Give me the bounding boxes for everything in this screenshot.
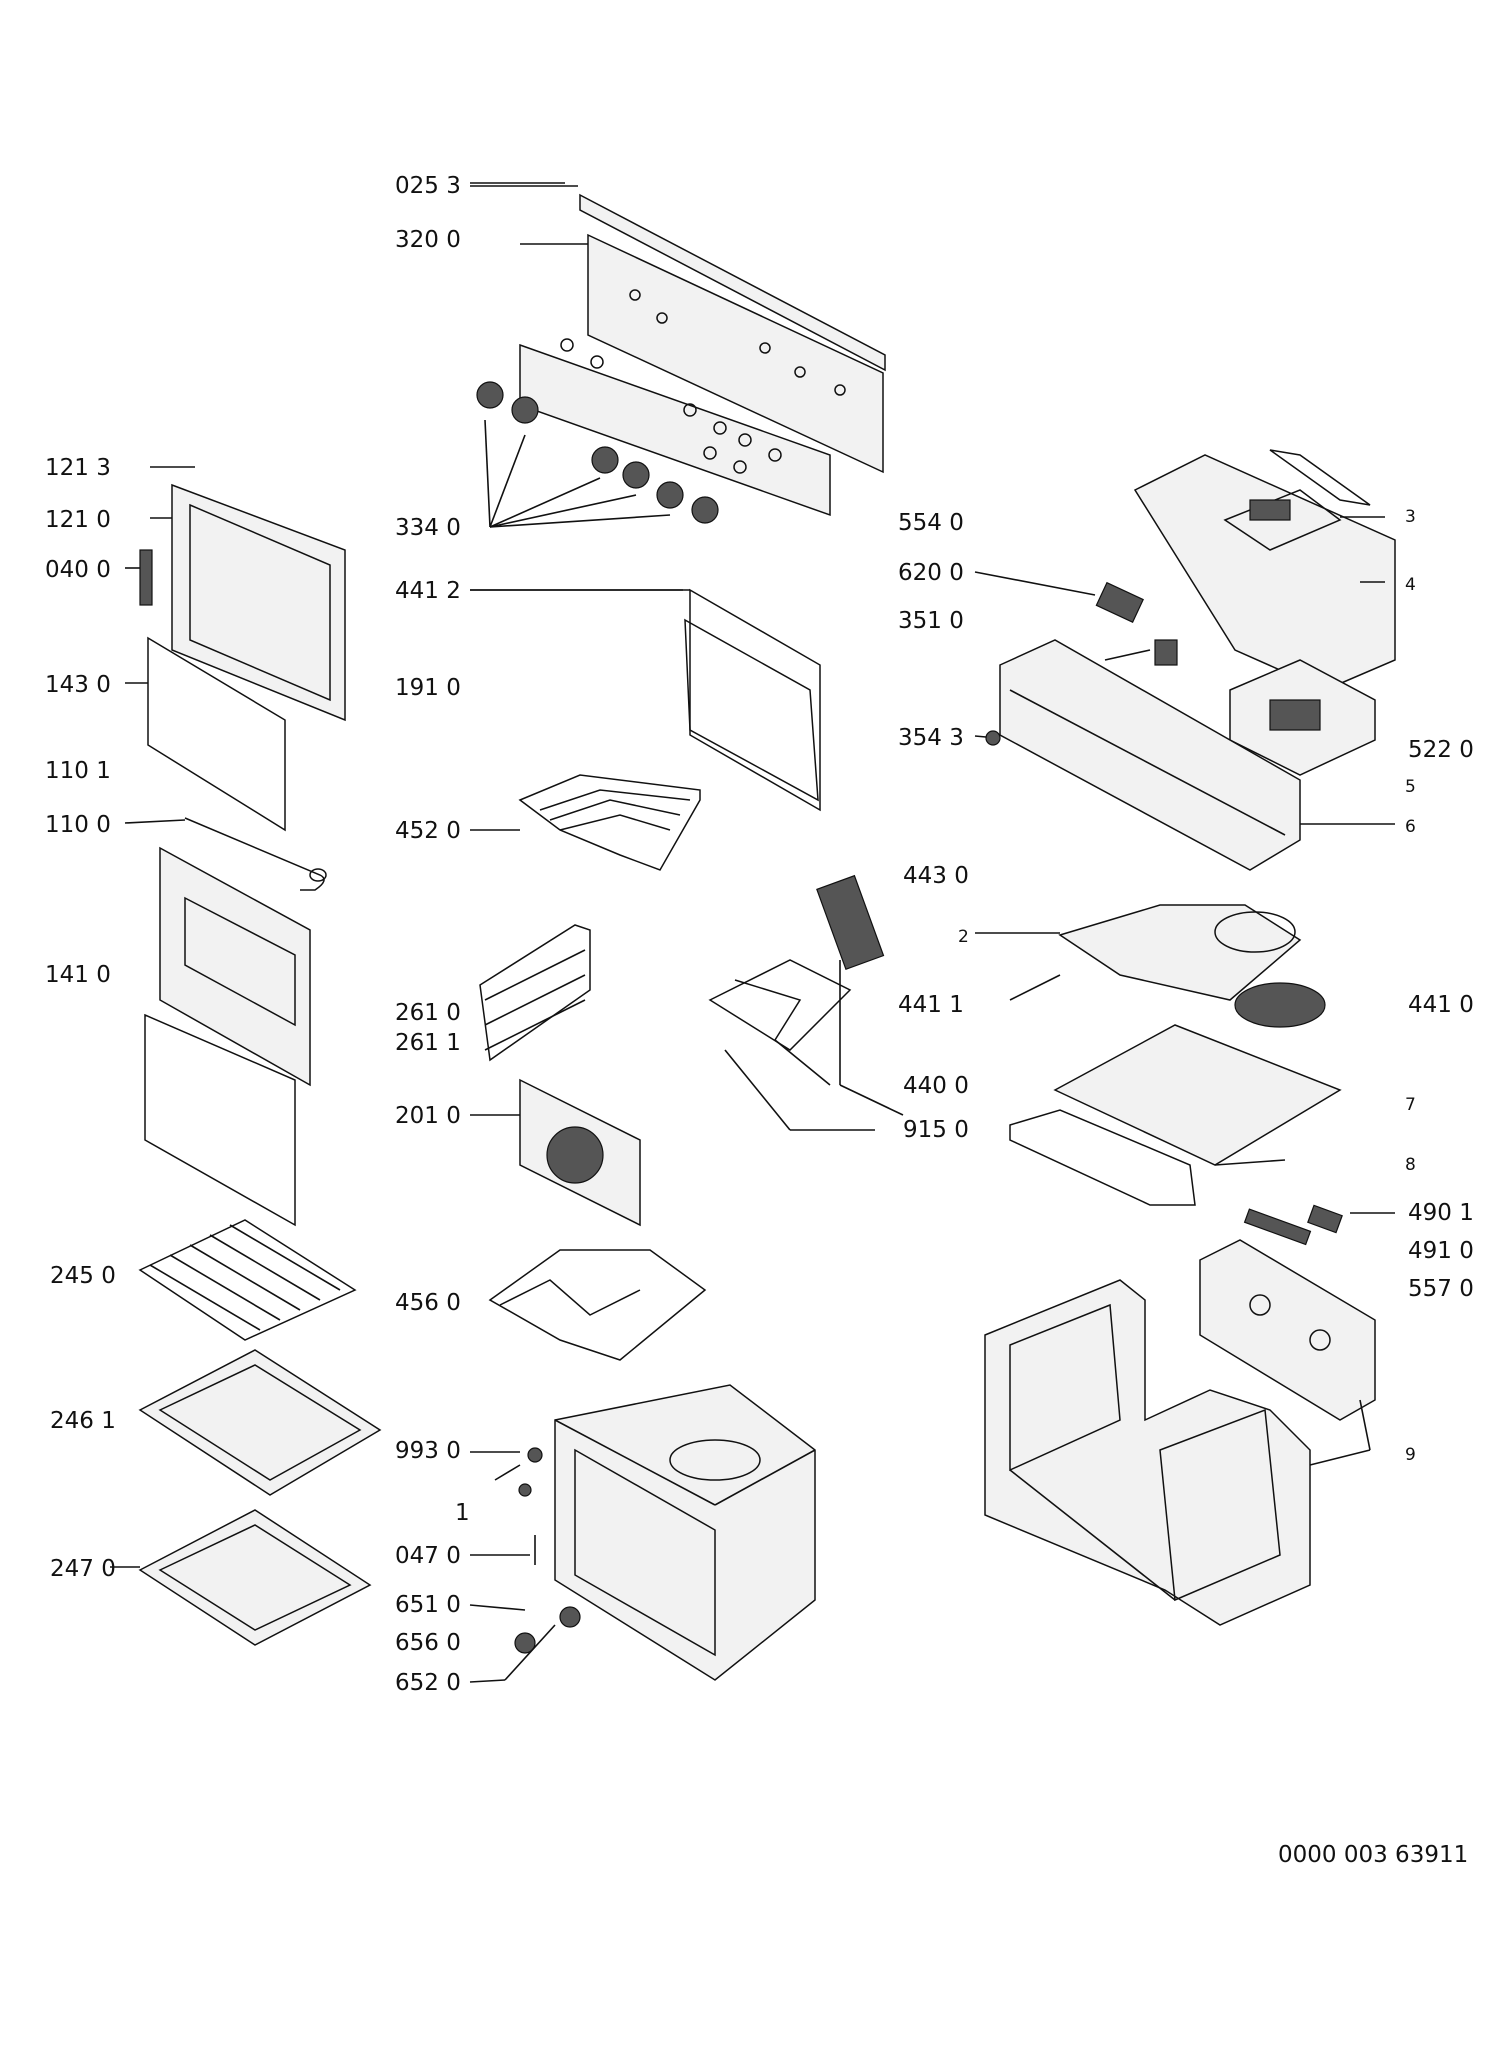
label-1100: 110 0 <box>45 812 111 838</box>
part-wire-shelf <box>138 1219 357 1341</box>
label-n7: 7 <box>1405 1095 1416 1115</box>
document-code: 0000 003 63911 <box>1278 1842 1468 1868</box>
part-terminal-block <box>974 571 1144 624</box>
label-4410: 441 0 <box>1408 992 1474 1018</box>
label-2470: 247 0 <box>50 1556 116 1582</box>
label-2461: 246 1 <box>50 1408 116 1434</box>
label-3543: 354 3 <box>898 725 964 751</box>
label-4520: 452 0 <box>395 818 461 844</box>
label-4400: 440 0 <box>903 1073 969 1099</box>
label-n2: 2 <box>958 927 969 947</box>
label-1430: 143 0 <box>45 672 111 698</box>
label-4411: 441 1 <box>898 992 964 1018</box>
label-2610: 261 0 <box>395 1000 461 1026</box>
part-shelf-supports <box>479 924 591 1062</box>
part-door-handle <box>124 817 327 891</box>
label-3200: 320 0 <box>395 227 461 253</box>
label-1210: 121 0 <box>45 507 111 533</box>
label-6200: 620 0 <box>898 560 964 586</box>
part-drip-pan <box>110 1509 372 1646</box>
label-6520: 652 0 <box>395 1670 461 1696</box>
label-1910: 191 0 <box>395 675 461 701</box>
label-4901: 490 1 <box>1408 1200 1474 1226</box>
label-2450: 245 0 <box>50 1263 116 1289</box>
label-n6: 6 <box>1405 817 1416 837</box>
part-insulation-plate <box>975 904 1326 1028</box>
label-9150: 915 0 <box>903 1117 969 1143</box>
part-bottom-element <box>488 1249 707 1361</box>
label-n5: 5 <box>1405 777 1416 797</box>
part-side-panel <box>1199 1204 1395 1421</box>
part-control-panel-trim <box>470 182 886 372</box>
label-5220: 522 0 <box>1408 737 1474 763</box>
part-fan-motor <box>708 874 885 1131</box>
part-rear-panel <box>470 1078 641 1227</box>
part-door-seal <box>470 588 821 812</box>
label-2010: 201 0 <box>395 1103 461 1129</box>
label-n8: 8 <box>1405 1155 1416 1175</box>
part-thermostat <box>1104 639 1178 666</box>
part-rail <box>1269 449 1371 506</box>
label-6560: 656 0 <box>395 1630 461 1656</box>
part-fan-module <box>1229 659 1376 776</box>
label-6510: 651 0 <box>395 1592 461 1618</box>
part-control-panel <box>520 233 884 474</box>
part-outer-casing <box>984 1279 1371 1626</box>
part-baking-tray <box>138 1349 382 1496</box>
label-4412: 441 2 <box>395 578 461 604</box>
label-3340: 334 0 <box>395 515 461 541</box>
label-n4: 4 <box>1405 575 1416 595</box>
part-control-module <box>1133 454 1396 691</box>
part-control-chassis <box>974 639 1395 871</box>
label-n3: 3 <box>1405 507 1416 527</box>
label-2611: 261 1 <box>395 1030 461 1056</box>
part-grill-element <box>470 774 701 871</box>
label-4910: 491 0 <box>1408 1238 1474 1264</box>
label-1101: 110 1 <box>45 758 111 784</box>
label-0400: 040 0 <box>45 557 111 583</box>
label-1213: 121 3 <box>45 455 111 481</box>
part-inner-glass <box>125 636 286 832</box>
part-outer-door-glass <box>144 846 311 1227</box>
part-door-hinge <box>125 549 153 606</box>
part-door-frame <box>150 466 346 722</box>
part-oven-cavity <box>554 1384 816 1681</box>
label-0253: 025 3 <box>395 173 461 199</box>
label-4430: 443 0 <box>903 863 969 889</box>
label-4560: 456 0 <box>395 1290 461 1316</box>
label-1: 1 <box>455 1500 470 1526</box>
part-small-hardware <box>469 1447 581 1683</box>
part-cover-plate <box>1009 1024 1342 1206</box>
label-n9: 9 <box>1405 1445 1416 1465</box>
part-knobs <box>476 381 719 528</box>
leader-lines <box>470 185 904 1116</box>
part-control-panel-facia <box>519 338 831 517</box>
label-0470: 047 0 <box>395 1543 461 1569</box>
label-5540: 554 0 <box>898 510 964 536</box>
label-3510: 351 0 <box>898 608 964 634</box>
label-9930: 993 0 <box>395 1438 461 1464</box>
labels: 025 3 320 0 334 0 441 2 191 0 452 0 261 … <box>45 173 1474 1868</box>
label-5570: 557 0 <box>1408 1276 1474 1302</box>
label-1410: 141 0 <box>45 962 111 988</box>
